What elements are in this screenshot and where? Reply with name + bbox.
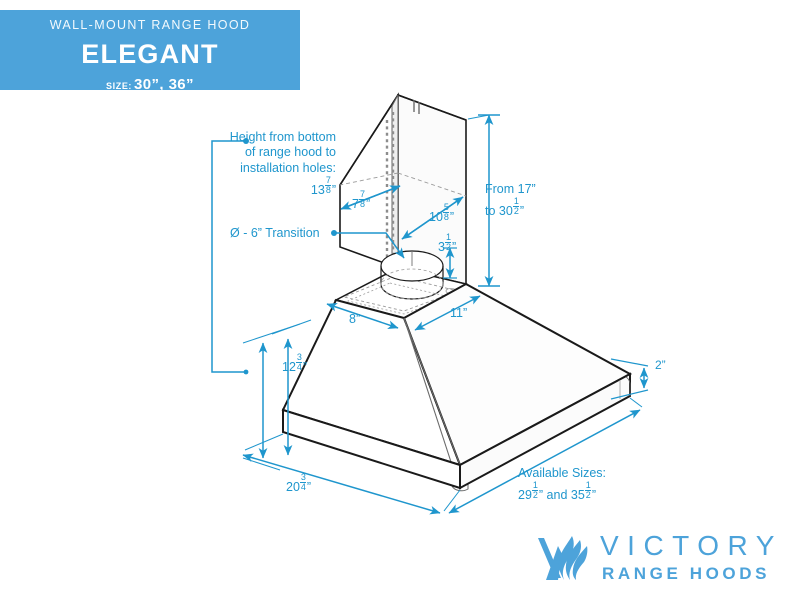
annotation-rim-thickness: 2” <box>655 358 666 372</box>
installation-height-line2: of range hood to <box>244 145 336 160</box>
product-banner: WALL-MOUNT RANGE HOOD ELEGANT SIZE:30”, … <box>0 10 300 93</box>
logo-tagline: RANGE HOODS <box>602 564 771 583</box>
dimension-lines <box>211 114 649 515</box>
product-size-row: SIZE:30”, 36” <box>0 77 300 93</box>
mounting-range-line1: From 17” <box>485 182 536 196</box>
size-label: SIZE: <box>106 80 133 91</box>
v-flame-icon <box>532 536 588 580</box>
annotation-top-width: 11” <box>450 306 468 320</box>
annotation-transition: Ø - 6” Transition <box>230 226 320 240</box>
annotation-installation-height: Height from bottom of range hood to inst… <box>116 130 336 198</box>
brand-logo[interactable]: VICTORY RANGE HOODS <box>528 530 786 586</box>
product-title: ELEGANT <box>81 38 219 69</box>
logo-brand-name: VICTORY <box>600 530 783 561</box>
annotation-top-depth: 8” <box>349 312 361 326</box>
available-sizes-line1: Available Sizes: <box>518 466 607 480</box>
installation-height-line1: Height from bottom <box>229 130 336 144</box>
size-value: 30”, 36” <box>134 75 194 93</box>
banner-kicker: WALL-MOUNT RANGE HOOD <box>49 18 251 32</box>
logo-wordmark: VICTORY RANGE HOODS <box>600 530 783 583</box>
installation-height-line3: installation holes: <box>240 160 336 175</box>
